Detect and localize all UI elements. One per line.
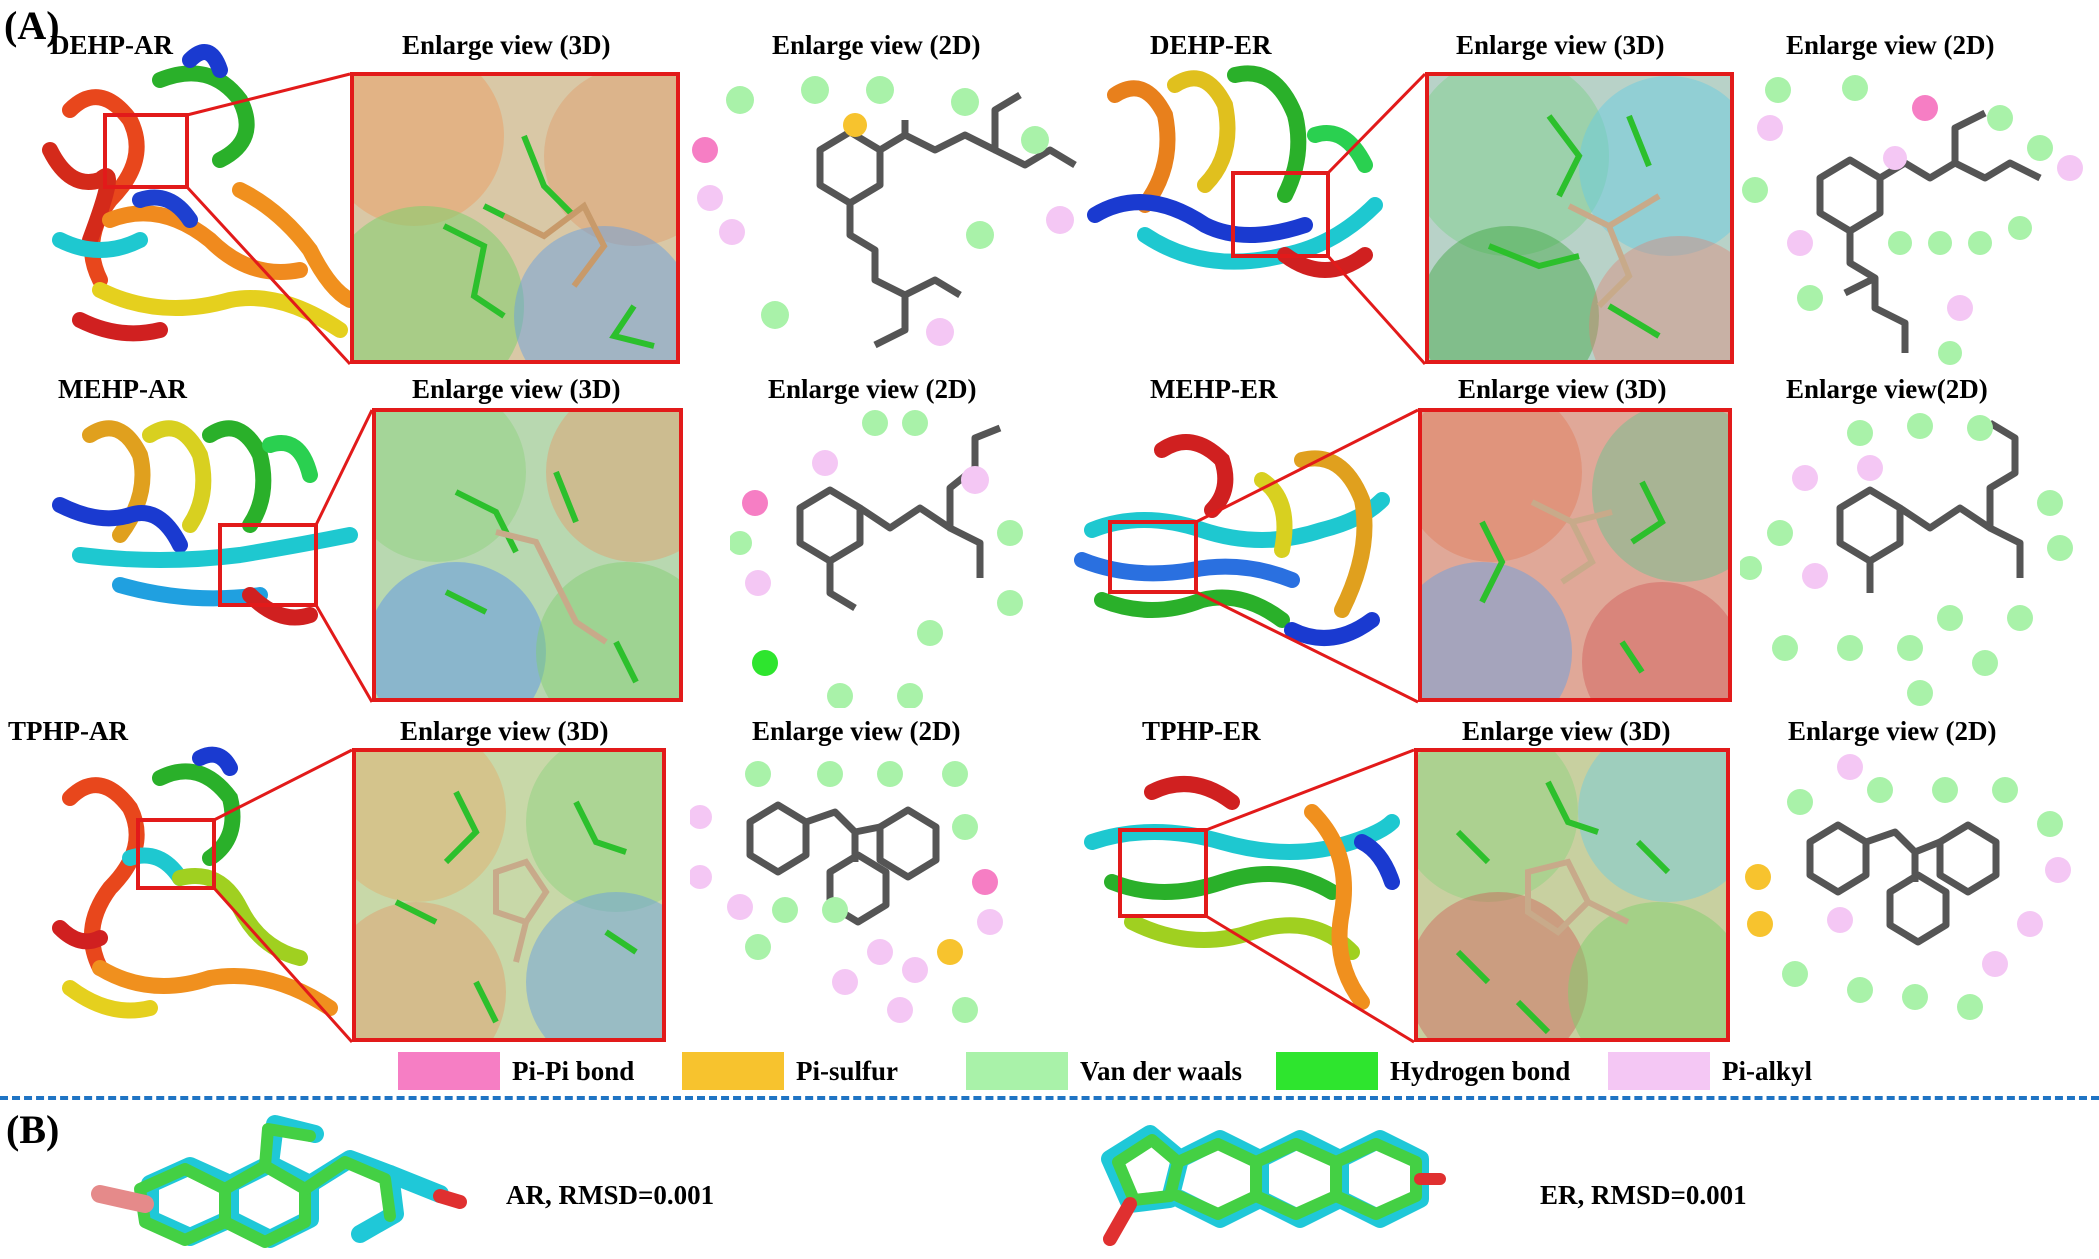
overlay-structure-er xyxy=(1101,1125,1446,1246)
overlay-structure-ar xyxy=(91,1115,467,1248)
row-title-dehp-ar: DEHP-AR xyxy=(50,30,173,60)
header-2d-row1-right: Enlarge view (2D) xyxy=(1786,30,1995,60)
interaction-2d-dehp-ar xyxy=(692,76,1077,349)
legend-swatch-vdw xyxy=(966,1052,1068,1090)
zoom-3d-mehp-ar xyxy=(372,408,683,702)
header-3d-row3-right: Enlarge view (3D) xyxy=(1462,716,1671,746)
legend-swatch-pisulfur xyxy=(682,1052,784,1090)
header-3d-row2-left: Enlarge view (3D) xyxy=(412,374,621,404)
header-3d-row1-left: Enlarge view (3D) xyxy=(402,30,611,60)
header-2d-row3-left: Enlarge view (2D) xyxy=(752,716,961,746)
header-3d-row1-right: Enlarge view (3D) xyxy=(1456,30,1665,60)
panel-letter-b: (B) xyxy=(6,1107,60,1152)
overlay-label-ar: AR, RMSD=0.001 xyxy=(506,1180,715,1210)
row-title-mehp-ar: MEHP-AR xyxy=(58,374,187,404)
interaction-2d-mehp-ar xyxy=(730,410,1023,708)
panel-divider xyxy=(0,1096,2099,1100)
protein-ribbon-dehp-er xyxy=(1087,65,1383,278)
zoom-3d-dehp-er xyxy=(1425,72,1734,364)
header-2d-row1-left: Enlarge view (2D) xyxy=(772,30,981,60)
legend-label-pipi: Pi-Pi bond xyxy=(512,1056,635,1086)
protein-ribbon-tphp-ar xyxy=(52,746,338,1019)
zoom-3d-dehp-ar xyxy=(350,72,680,364)
header-2d-row2-left: Enlarge view (2D) xyxy=(768,374,977,404)
overlay-label-er: ER, RMSD=0.001 xyxy=(1540,1180,1747,1210)
panel-letter-a: (A) xyxy=(4,3,60,48)
zoom-3d-mehp-er xyxy=(1418,408,1732,702)
interaction-2d-tphp-er xyxy=(1745,754,2071,1020)
legend-label-pialkyl: Pi-alkyl xyxy=(1722,1056,1813,1086)
header-3d-row3-left: Enlarge view (3D) xyxy=(400,716,609,746)
header-2d-row2-right: Enlarge view(2D) xyxy=(1786,374,1988,404)
legend-label-hbond: Hydrogen bond xyxy=(1390,1056,1571,1086)
protein-ribbon-mehp-ar xyxy=(52,420,358,626)
interaction-2d-mehp-er xyxy=(1740,413,2073,706)
header-2d-row3-right: Enlarge view (2D) xyxy=(1788,716,1997,746)
interaction-2d-dehp-er xyxy=(1742,75,2083,365)
protein-ribbon-tphp-er xyxy=(1084,776,1400,1010)
legend-swatch-pipi xyxy=(398,1052,500,1090)
row-title-mehp-er: MEHP-ER xyxy=(1150,374,1278,404)
row-title-tphp-ar: TPHP-AR xyxy=(8,716,128,746)
zoom-3d-tphp-er xyxy=(1414,748,1730,1042)
row-title-tphp-er: TPHP-ER xyxy=(1142,716,1261,746)
legend-swatch-hbond xyxy=(1276,1052,1378,1090)
zoom-3d-tphp-ar xyxy=(352,748,666,1042)
legend-swatch-pialkyl xyxy=(1608,1052,1710,1090)
legend-label-vdw: Van der waals xyxy=(1080,1056,1243,1086)
interaction-2d-tphp-ar xyxy=(690,761,1003,1023)
row-title-dehp-er: DEHP-ER xyxy=(1150,30,1272,60)
protein-ribbon-dehp-ar xyxy=(42,44,358,342)
protein-ribbon-mehp-er xyxy=(1074,434,1390,646)
legend-label-pisulfur: Pi-sulfur xyxy=(796,1056,899,1086)
header-3d-row2-right: Enlarge view (3D) xyxy=(1458,374,1667,404)
